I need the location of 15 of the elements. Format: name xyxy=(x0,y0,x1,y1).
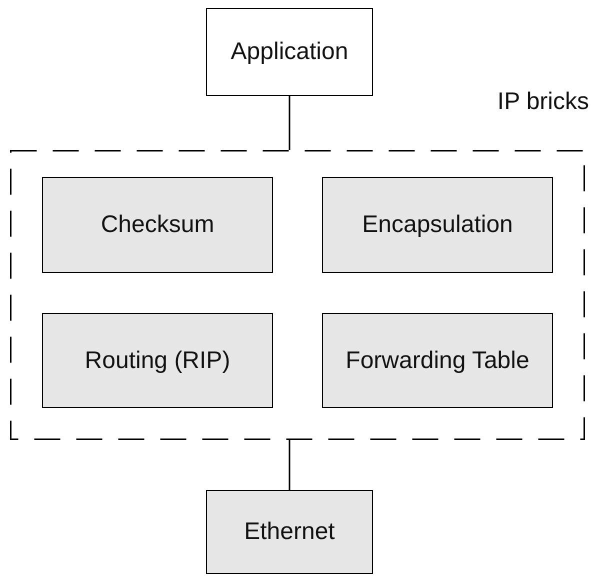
box-label: Ethernet xyxy=(243,517,336,547)
box-label: Checksum xyxy=(100,210,216,240)
connector-line xyxy=(288,96,290,150)
connector-line xyxy=(288,440,290,490)
process-box xyxy=(206,8,373,96)
box-label: Routing (RIP) xyxy=(84,346,232,376)
box-label: Application xyxy=(230,37,350,67)
box-label: Forwarding Table xyxy=(344,346,530,376)
process-box xyxy=(42,177,273,273)
process-box xyxy=(322,313,553,408)
group-label: IP bricks xyxy=(497,88,589,116)
box-label: Encapsulation xyxy=(361,210,514,240)
process-box xyxy=(322,177,553,273)
process-box xyxy=(42,313,273,408)
process-box xyxy=(206,490,373,574)
